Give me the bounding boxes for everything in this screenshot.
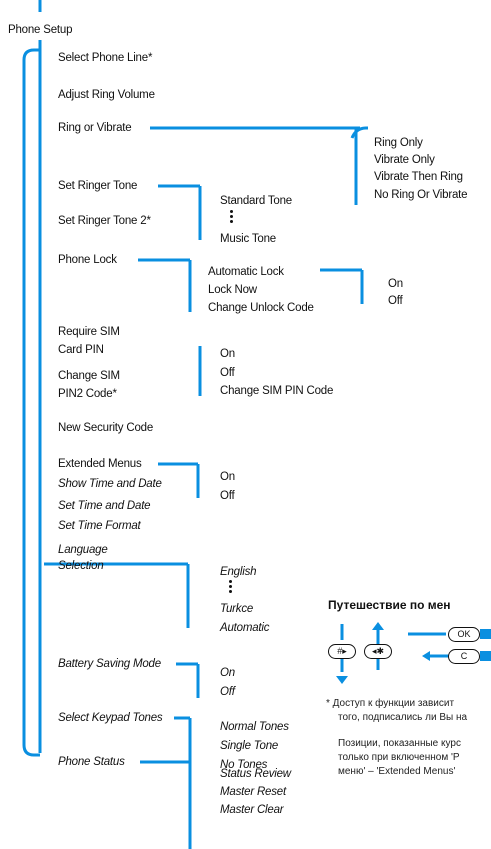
menu-item-select-keypad-tones: Select Keypad Tones [58,712,163,724]
star-key-icon: ◂✱ [364,644,392,659]
menu-item-set-ringer-tone-2: Set Ringer Tone 2* [58,215,151,227]
option-change-sim-pin-code: Change SIM PIN Code [220,385,334,397]
option-vibrate-only: Vibrate Only [374,154,435,166]
option-sim-off: Off [220,367,235,379]
menu-item-set-ringer-tone: Set Ringer Tone [58,180,138,192]
menu-item-battery-saving-mode: Battery Saving Mode [58,658,161,670]
menu-item-phone-lock: Phone Lock [58,254,117,266]
option-battery-on: On [220,667,235,679]
option-lock-off: Off [388,295,403,307]
option-change-unlock-code: Change Unlock Code [208,302,314,314]
menu-item-selection: Selection [58,560,104,572]
option-extended-off: Off [220,490,235,502]
menu-item-card-pin: Card PIN [58,344,104,356]
option-master-clear: Master Clear [220,804,284,816]
menu-root-label: Phone Setup [8,24,73,36]
menu-item-extended-menus: Extended Menus [58,458,142,470]
option-music-tone: Music Tone [220,233,276,245]
ellipsis-dots [230,210,233,225]
menu-item-phone-status: Phone Status [58,756,125,768]
nav-title: Путешествие по мен [328,598,451,612]
hash-key-icon: #▸ [328,644,356,659]
menu-item-select-phone-line: Select Phone Line* [58,52,153,64]
menu-item-pin2-code: PIN2 Code* [58,388,117,400]
menu-item-new-security-code: New Security Code [58,422,154,434]
option-master-reset: Master Reset [220,786,286,798]
ok-key-icon: OK [448,627,480,642]
option-lock-now: Lock Now [208,284,257,296]
option-single-tone: Single Tone [220,740,279,752]
footnote-line-3: Позиции, показанные курс [338,738,461,749]
option-automatic-lock: Automatic Lock [208,266,284,278]
menu-item-show-time-and-date: Show Time and Date [58,478,162,490]
option-sim-on: On [220,348,235,360]
ellipsis-dots-language [229,580,232,595]
footnote-line-5: меню' – 'Extended Menus' [338,766,456,777]
option-battery-off: Off [220,686,235,698]
option-lock-on: On [388,278,403,290]
option-no-ring-or-vibrate: No Ring Or Vibrate [374,189,468,201]
option-status-review: Status Review [220,768,291,780]
option-no-tones: No Tones [220,759,268,771]
option-ring-only: Ring Only [374,137,423,149]
menu-item-change-sim: Change SIM [58,370,120,382]
option-standard-tone: Standard Tone [220,195,292,207]
menu-item-set-time-format: Set Time Format [58,520,141,532]
footnote-line-1: * Доступ к функции зависит [326,698,455,709]
option-english: English [220,566,257,578]
c-key-icon: C [448,649,480,664]
option-normal-tones: Normal Tones [220,721,289,733]
menu-item-adjust-ring-volume: Adjust Ring Volume [58,89,155,101]
menu-item-language: Language [58,544,108,556]
menu-item-ring-or-vibrate: Ring or Vibrate [58,122,132,134]
option-extended-on: On [220,471,235,483]
menu-item-require-sim: Require SIM [58,326,120,338]
menu-item-set-time-and-date: Set Time and Date [58,500,151,512]
option-turkce: Turkce [220,603,254,615]
footnote-line-2: того, подписались ли Вы на [338,712,468,723]
footnote-line-4: только при включенном 'Р [338,752,460,763]
option-automatic: Automatic [220,622,270,634]
option-vibrate-then-ring: Vibrate Then Ring [374,171,463,183]
